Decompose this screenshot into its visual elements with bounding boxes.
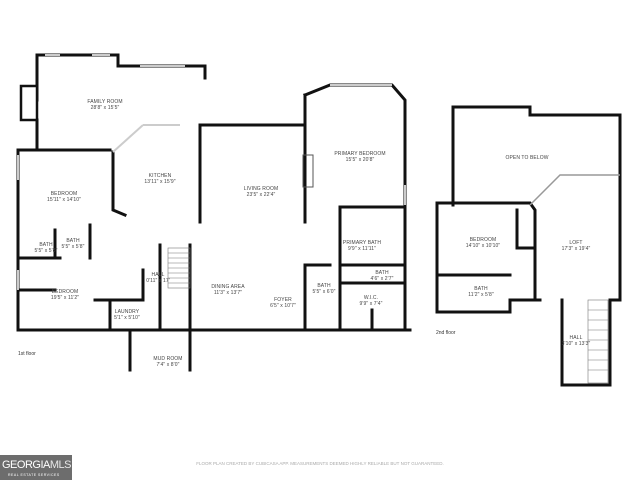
fireplace-living <box>302 154 314 188</box>
floor1-windows <box>17 54 406 290</box>
disclaimer-text: FLOOR PLAN CREATED BY CUBICASA APP. MEAS… <box>196 461 444 466</box>
georgia-mls-logo: GEORGIAMLS REAL ESTATE SERVICES <box>0 455 72 480</box>
floor1-label: 1st floor <box>18 351 36 357</box>
logo-subtext: REAL ESTATE SERVICES <box>8 473 60 477</box>
floor2-walls <box>435 105 622 387</box>
logo-text: GEORGIAMLS <box>2 459 71 471</box>
room-open-to-below: OPEN TO BELOW <box>505 155 549 161</box>
stairs-floor2 <box>587 299 609 384</box>
floor2-label: 2nd floor <box>436 330 456 336</box>
room-wic: W.I.C.9'9" x 7'4" <box>359 295 383 307</box>
stairs-floor1 <box>167 247 191 289</box>
floor1-walls <box>16 53 412 372</box>
floor2-railing <box>529 174 620 206</box>
